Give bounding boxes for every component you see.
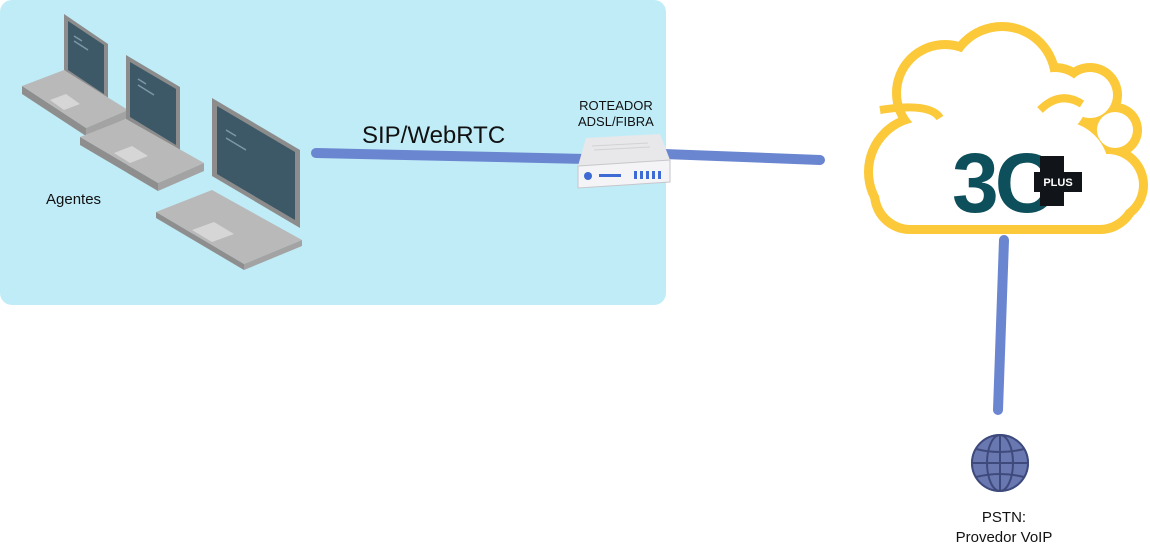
router-label: ROTEADOR ADSL/FIBRA [578,98,654,130]
agents-label: Agentes [46,191,102,208]
router-cloud-link [659,149,825,165]
laptop-icon [22,14,128,136]
router-icon [577,134,671,189]
router-label-line1: ROTEADOR [579,98,653,113]
globe-icon [971,434,1029,492]
cloud-logo-badge: PLUS [1043,177,1072,189]
router-label-line2: ADSL/FIBRA [578,114,654,129]
pstn-label-line1: PSTN: [981,509,1027,526]
sip-webrtc-link [311,148,591,164]
pstn-label: PSTN: Provedor VoIP [946,508,1062,548]
laptop-icon [156,98,302,270]
laptop-icon [80,55,204,191]
cloud-pstn-link [993,235,1009,415]
sip-webrtc-label: SIP/WebRTC [362,122,506,149]
pstn-label-line2: Provedor VoIP [955,529,1053,546]
cloud-icon: 3C PLUS [864,22,1148,234]
